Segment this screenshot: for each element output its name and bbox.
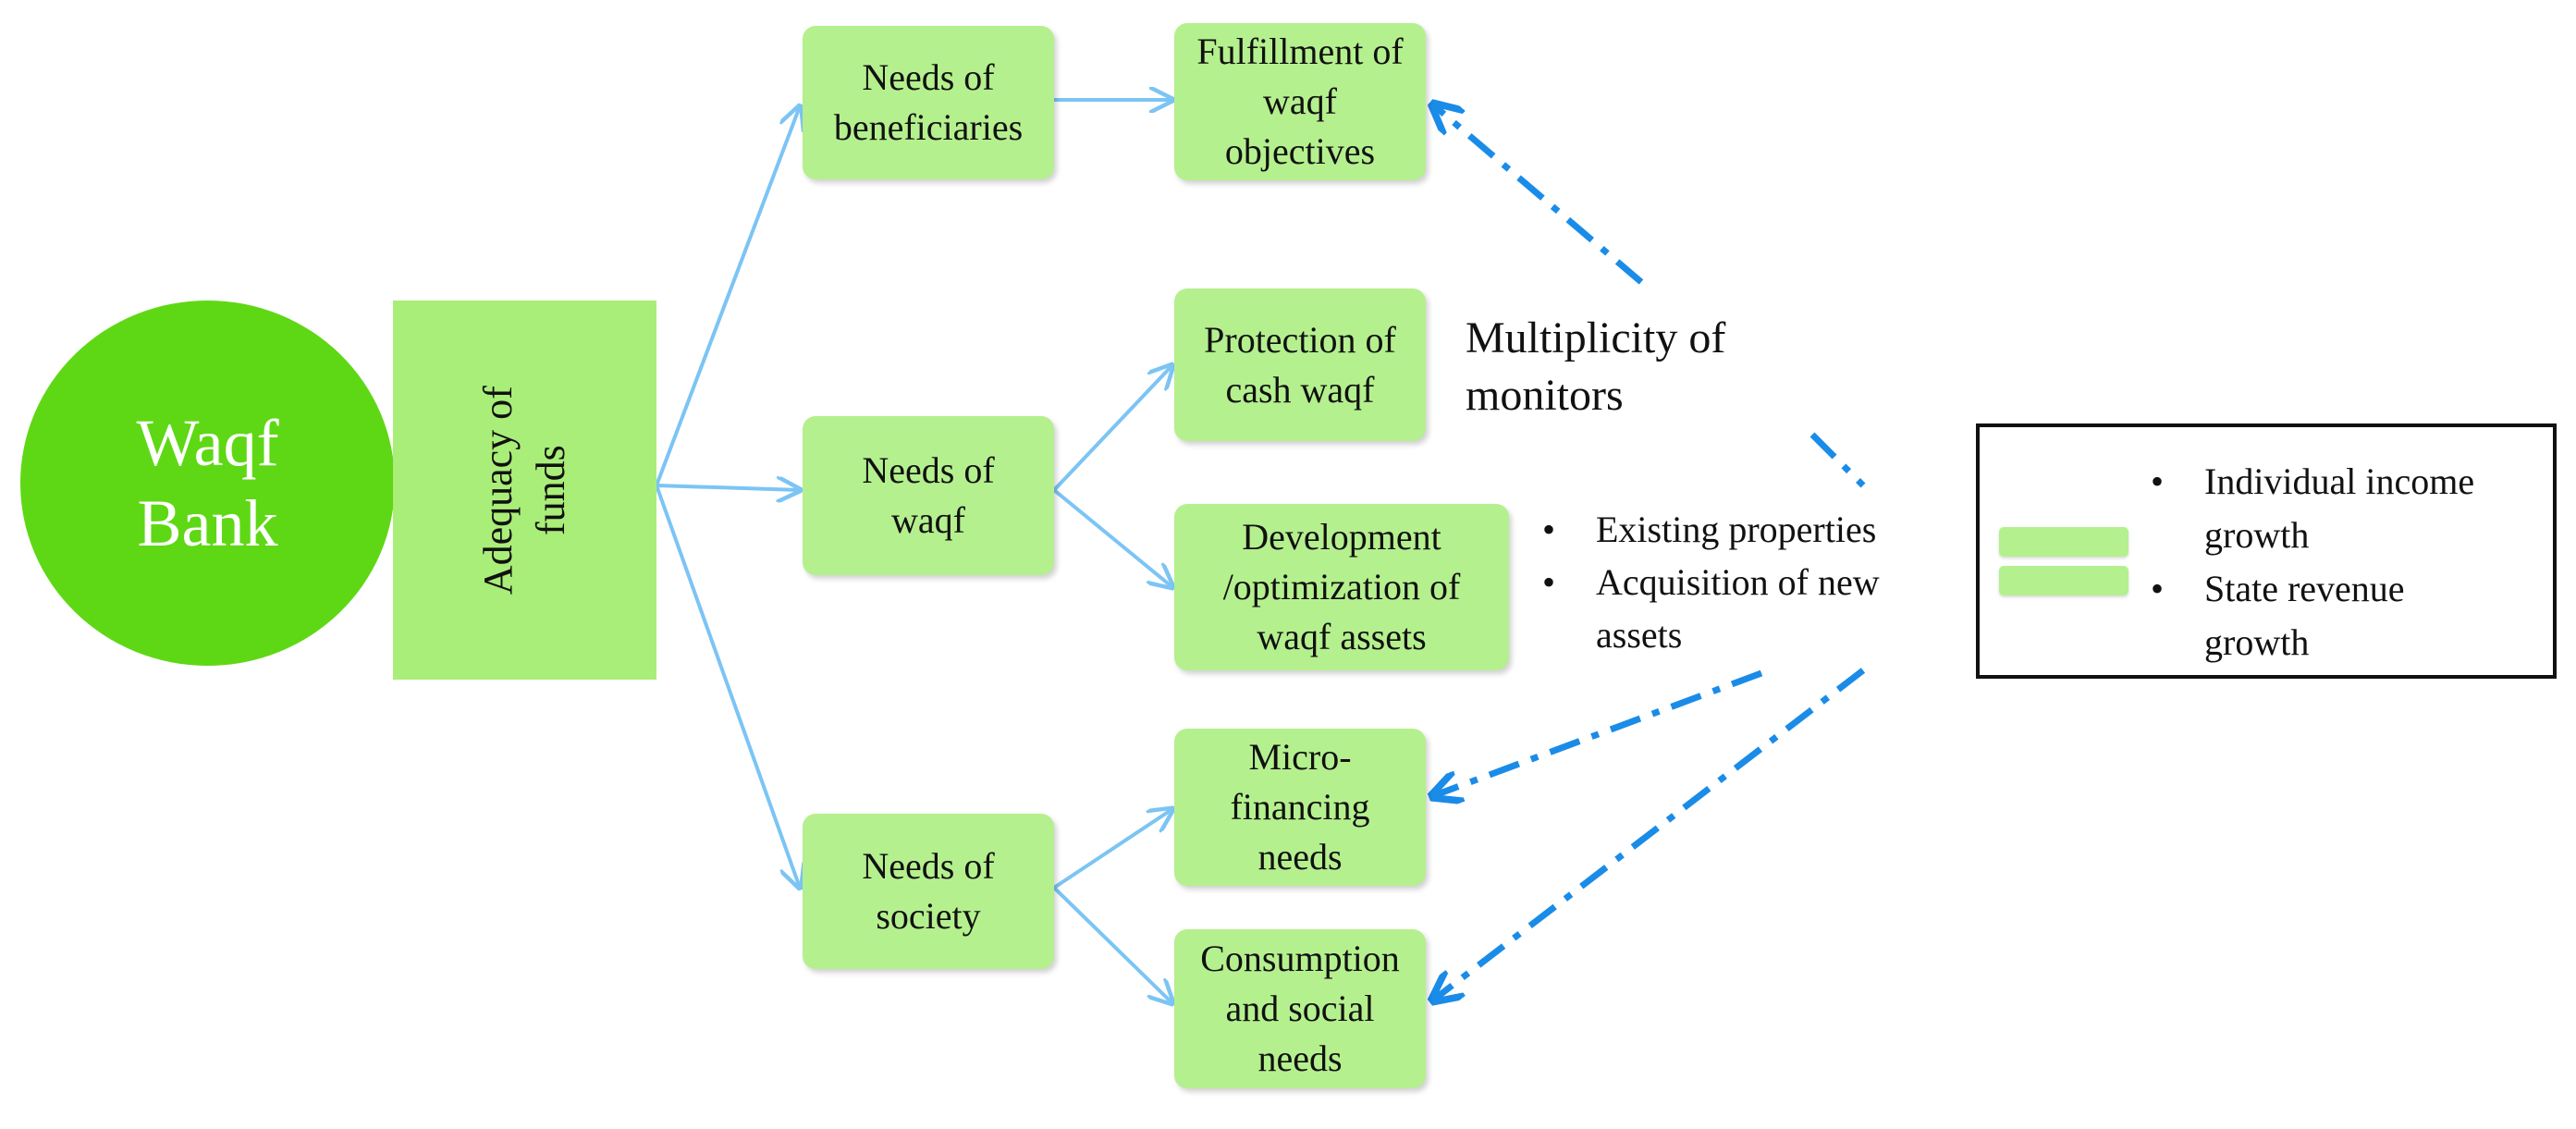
adequacy-of-funds-box: Adequacy of funds xyxy=(393,301,656,680)
acquisition-line2: assets xyxy=(1596,613,1683,656)
adequacy-label-line1: Adequacy of xyxy=(475,385,521,595)
arrow-society-to-consumption xyxy=(1052,886,1172,1003)
legend-swatch-state-revenue xyxy=(1999,566,2128,595)
legend-individual-line2: growth xyxy=(2204,514,2310,556)
legend-bullet-list: Individual income growth State revenue g… xyxy=(2151,455,2474,669)
development-line3: waqf assets xyxy=(1257,616,1427,657)
fulfillment-line2: waqf xyxy=(1263,80,1337,122)
microfinancing-line2: financing xyxy=(1230,786,1370,828)
acquisition-line1: Acquisition of new xyxy=(1596,560,1880,603)
legend-swatch-individual-income xyxy=(1999,527,2128,557)
protection-of-cash-waqf-box: Protection of cash waqf xyxy=(1174,288,1426,441)
microfinancing-line3: needs xyxy=(1257,836,1343,877)
dashed-arrow-to-fulfillment xyxy=(1435,106,1644,285)
monitors-line1: Multiplicity of xyxy=(1466,313,1726,362)
fulfillment-line3: objectives xyxy=(1224,130,1376,172)
legend-individual-line1: Individual income xyxy=(2204,460,2475,502)
arrow-adequacy-to-society xyxy=(655,485,800,888)
needs-beneficiaries-line1: Needs of xyxy=(862,56,995,98)
needs-waqf-line1: Needs of xyxy=(862,449,995,491)
dashed-arrow-to-microfinancing xyxy=(1435,669,1763,795)
consumption-line2: and social xyxy=(1225,988,1375,1029)
needs-of-waqf-box: Needs of waqf xyxy=(803,416,1054,575)
needs-waqf-line2: waqf xyxy=(891,499,965,541)
list-item: Acquisition of new assets xyxy=(1542,557,1880,662)
needs-of-beneficiaries-box: Needs of beneficiaries xyxy=(803,26,1054,179)
development-line2: /optimization of xyxy=(1222,566,1461,607)
protection-line2: cash waqf xyxy=(1225,368,1375,411)
waqf-bank-circle: Waqf Bank xyxy=(20,301,395,666)
legend-item: State revenue growth xyxy=(2151,562,2474,669)
micro-financing-needs-box: Micro- financing needs xyxy=(1174,729,1426,886)
needs-beneficiaries-line2: beneficiaries xyxy=(833,106,1024,148)
existing-properties-text: Existing properties xyxy=(1596,509,1877,550)
legend-state-line2: growth xyxy=(2204,621,2310,663)
needs-society-line2: society xyxy=(876,895,981,937)
needs-society-line1: Needs of xyxy=(862,845,995,887)
arrow-society-to-microfinancing xyxy=(1052,809,1172,890)
consumption-line1: Consumption xyxy=(1200,938,1400,979)
assets-bullet-list: Existing properties Acquisition of new a… xyxy=(1542,504,1880,661)
arrow-adequacy-to-beneficiaries xyxy=(655,106,800,486)
arrow-adequacy-to-waqf xyxy=(656,485,800,490)
monitors-line2: monitors xyxy=(1466,371,1624,421)
protection-line1: Protection of xyxy=(1204,318,1396,361)
fulfillment-of-waqf-objectives-box: Fulfillment of waqf objectives xyxy=(1174,23,1426,180)
waqf-bank-label-line2: Bank xyxy=(137,485,278,560)
arrow-waqf-to-protection xyxy=(1052,365,1172,492)
arrow-waqf-to-development xyxy=(1052,488,1172,587)
waqf-bank-label-line1: Waqf xyxy=(136,406,279,481)
consumption-line3: needs xyxy=(1257,1037,1343,1079)
dashed-arrow-to-consumption xyxy=(1435,668,1866,999)
legend-box: Individual income growth State revenue g… xyxy=(1976,423,2557,679)
dashed-segment-monitors-to-assets xyxy=(1809,432,1866,488)
adequacy-label-line2: funds xyxy=(528,445,574,535)
consumption-social-needs-box: Consumption and social needs xyxy=(1174,929,1426,1088)
development-line1: Development xyxy=(1242,516,1441,558)
legend-state-line1: State revenue xyxy=(2204,568,2405,609)
list-item: Existing properties xyxy=(1542,504,1880,557)
legend-item: Individual income growth xyxy=(2151,455,2474,562)
microfinancing-line1: Micro- xyxy=(1248,736,1352,778)
needs-of-society-box: Needs of society xyxy=(803,814,1054,969)
multiplicity-of-monitors-label: Multiplicity of monitors xyxy=(1466,310,1725,425)
fulfillment-line1: Fulfillment of xyxy=(1196,31,1404,72)
development-optimization-box: Development /optimization of waqf assets xyxy=(1174,504,1509,670)
